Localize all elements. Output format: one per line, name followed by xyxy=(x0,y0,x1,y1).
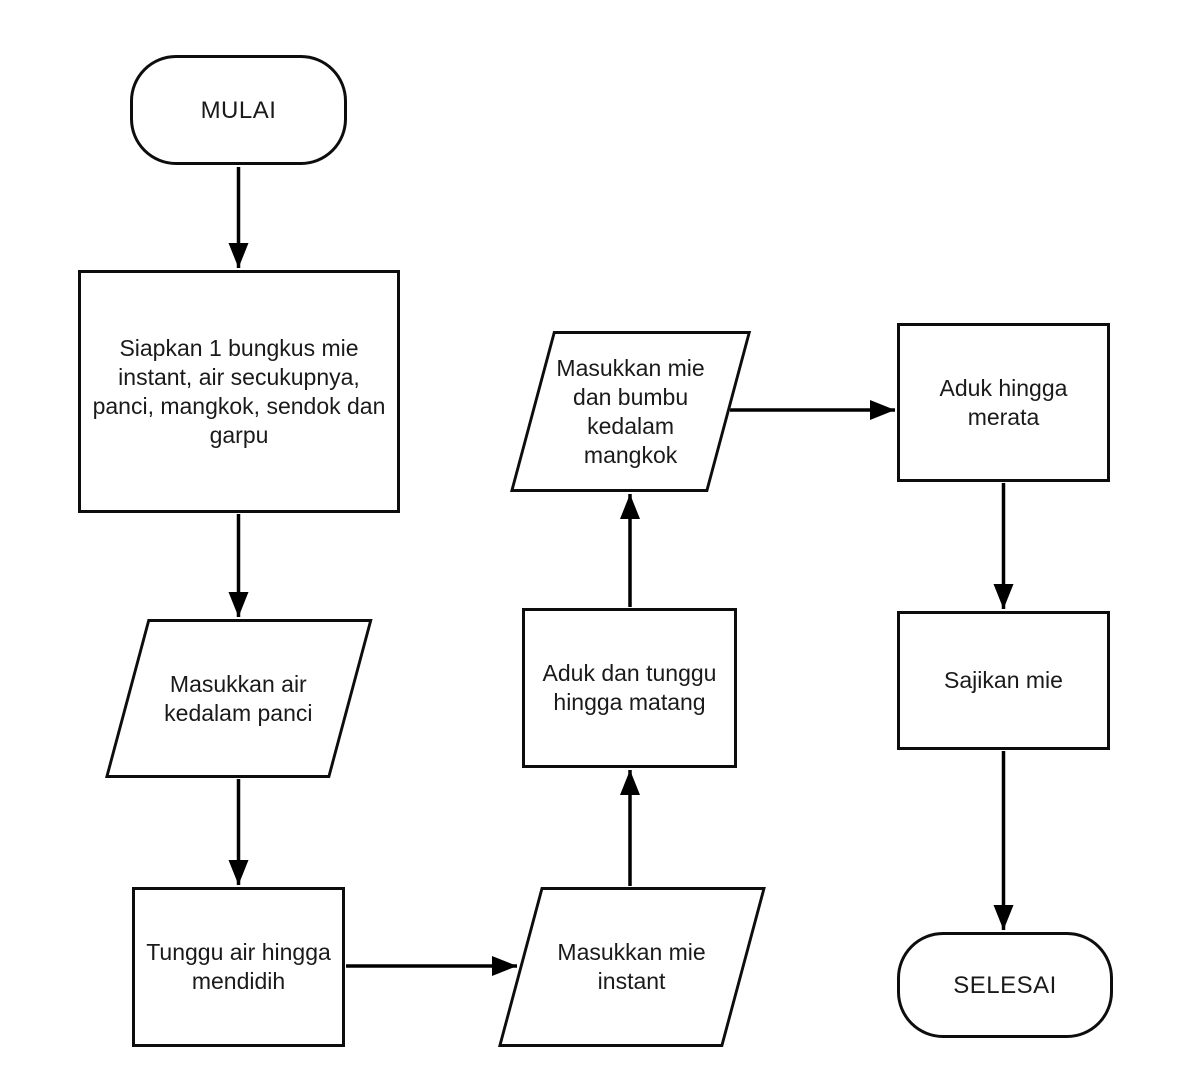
io-pour-water-label: Masukkan air kedalam panci xyxy=(164,670,313,726)
process-wait-boil-label: Tunggu air hingga mendidih xyxy=(146,939,331,994)
terminator-start: MULAI xyxy=(130,55,347,165)
io-add-noodles-label: Masukkan mie instant xyxy=(557,939,707,994)
io-pour-water: Masukkan air kedalam panci xyxy=(105,619,373,778)
process-wait-boil: Tunggu air hingga mendidih xyxy=(132,887,345,1047)
process-stir-evenly: Aduk hingga merata xyxy=(897,323,1110,482)
io-noodles-to-bowl-label: Masukkan mie dan bumbu kedalam mangkok xyxy=(556,354,705,468)
terminator-end-label: SELESAI xyxy=(953,971,1057,999)
process-stir-evenly-label: Aduk hingga merata xyxy=(939,374,1068,430)
terminator-end: SELESAI xyxy=(897,932,1113,1038)
io-add-noodles: Masukkan mie instant xyxy=(498,887,766,1047)
process-prepare-ingredients-label: Siapkan 1 bungkus mie instant, air secuk… xyxy=(92,334,386,448)
process-serve-noodles-label: Sajikan mie xyxy=(944,667,1063,693)
io-noodles-to-bowl: Masukkan mie dan bumbu kedalam mangkok xyxy=(510,331,752,492)
process-stir-until-cooked: Aduk dan tunggu hingga matang xyxy=(522,608,737,768)
process-serve-noodles: Sajikan mie xyxy=(897,611,1110,750)
process-stir-until-cooked-label: Aduk dan tunggu hingga matang xyxy=(542,660,717,715)
terminator-start-label: MULAI xyxy=(200,96,277,124)
process-prepare-ingredients: Siapkan 1 bungkus mie instant, air secuk… xyxy=(78,270,400,513)
